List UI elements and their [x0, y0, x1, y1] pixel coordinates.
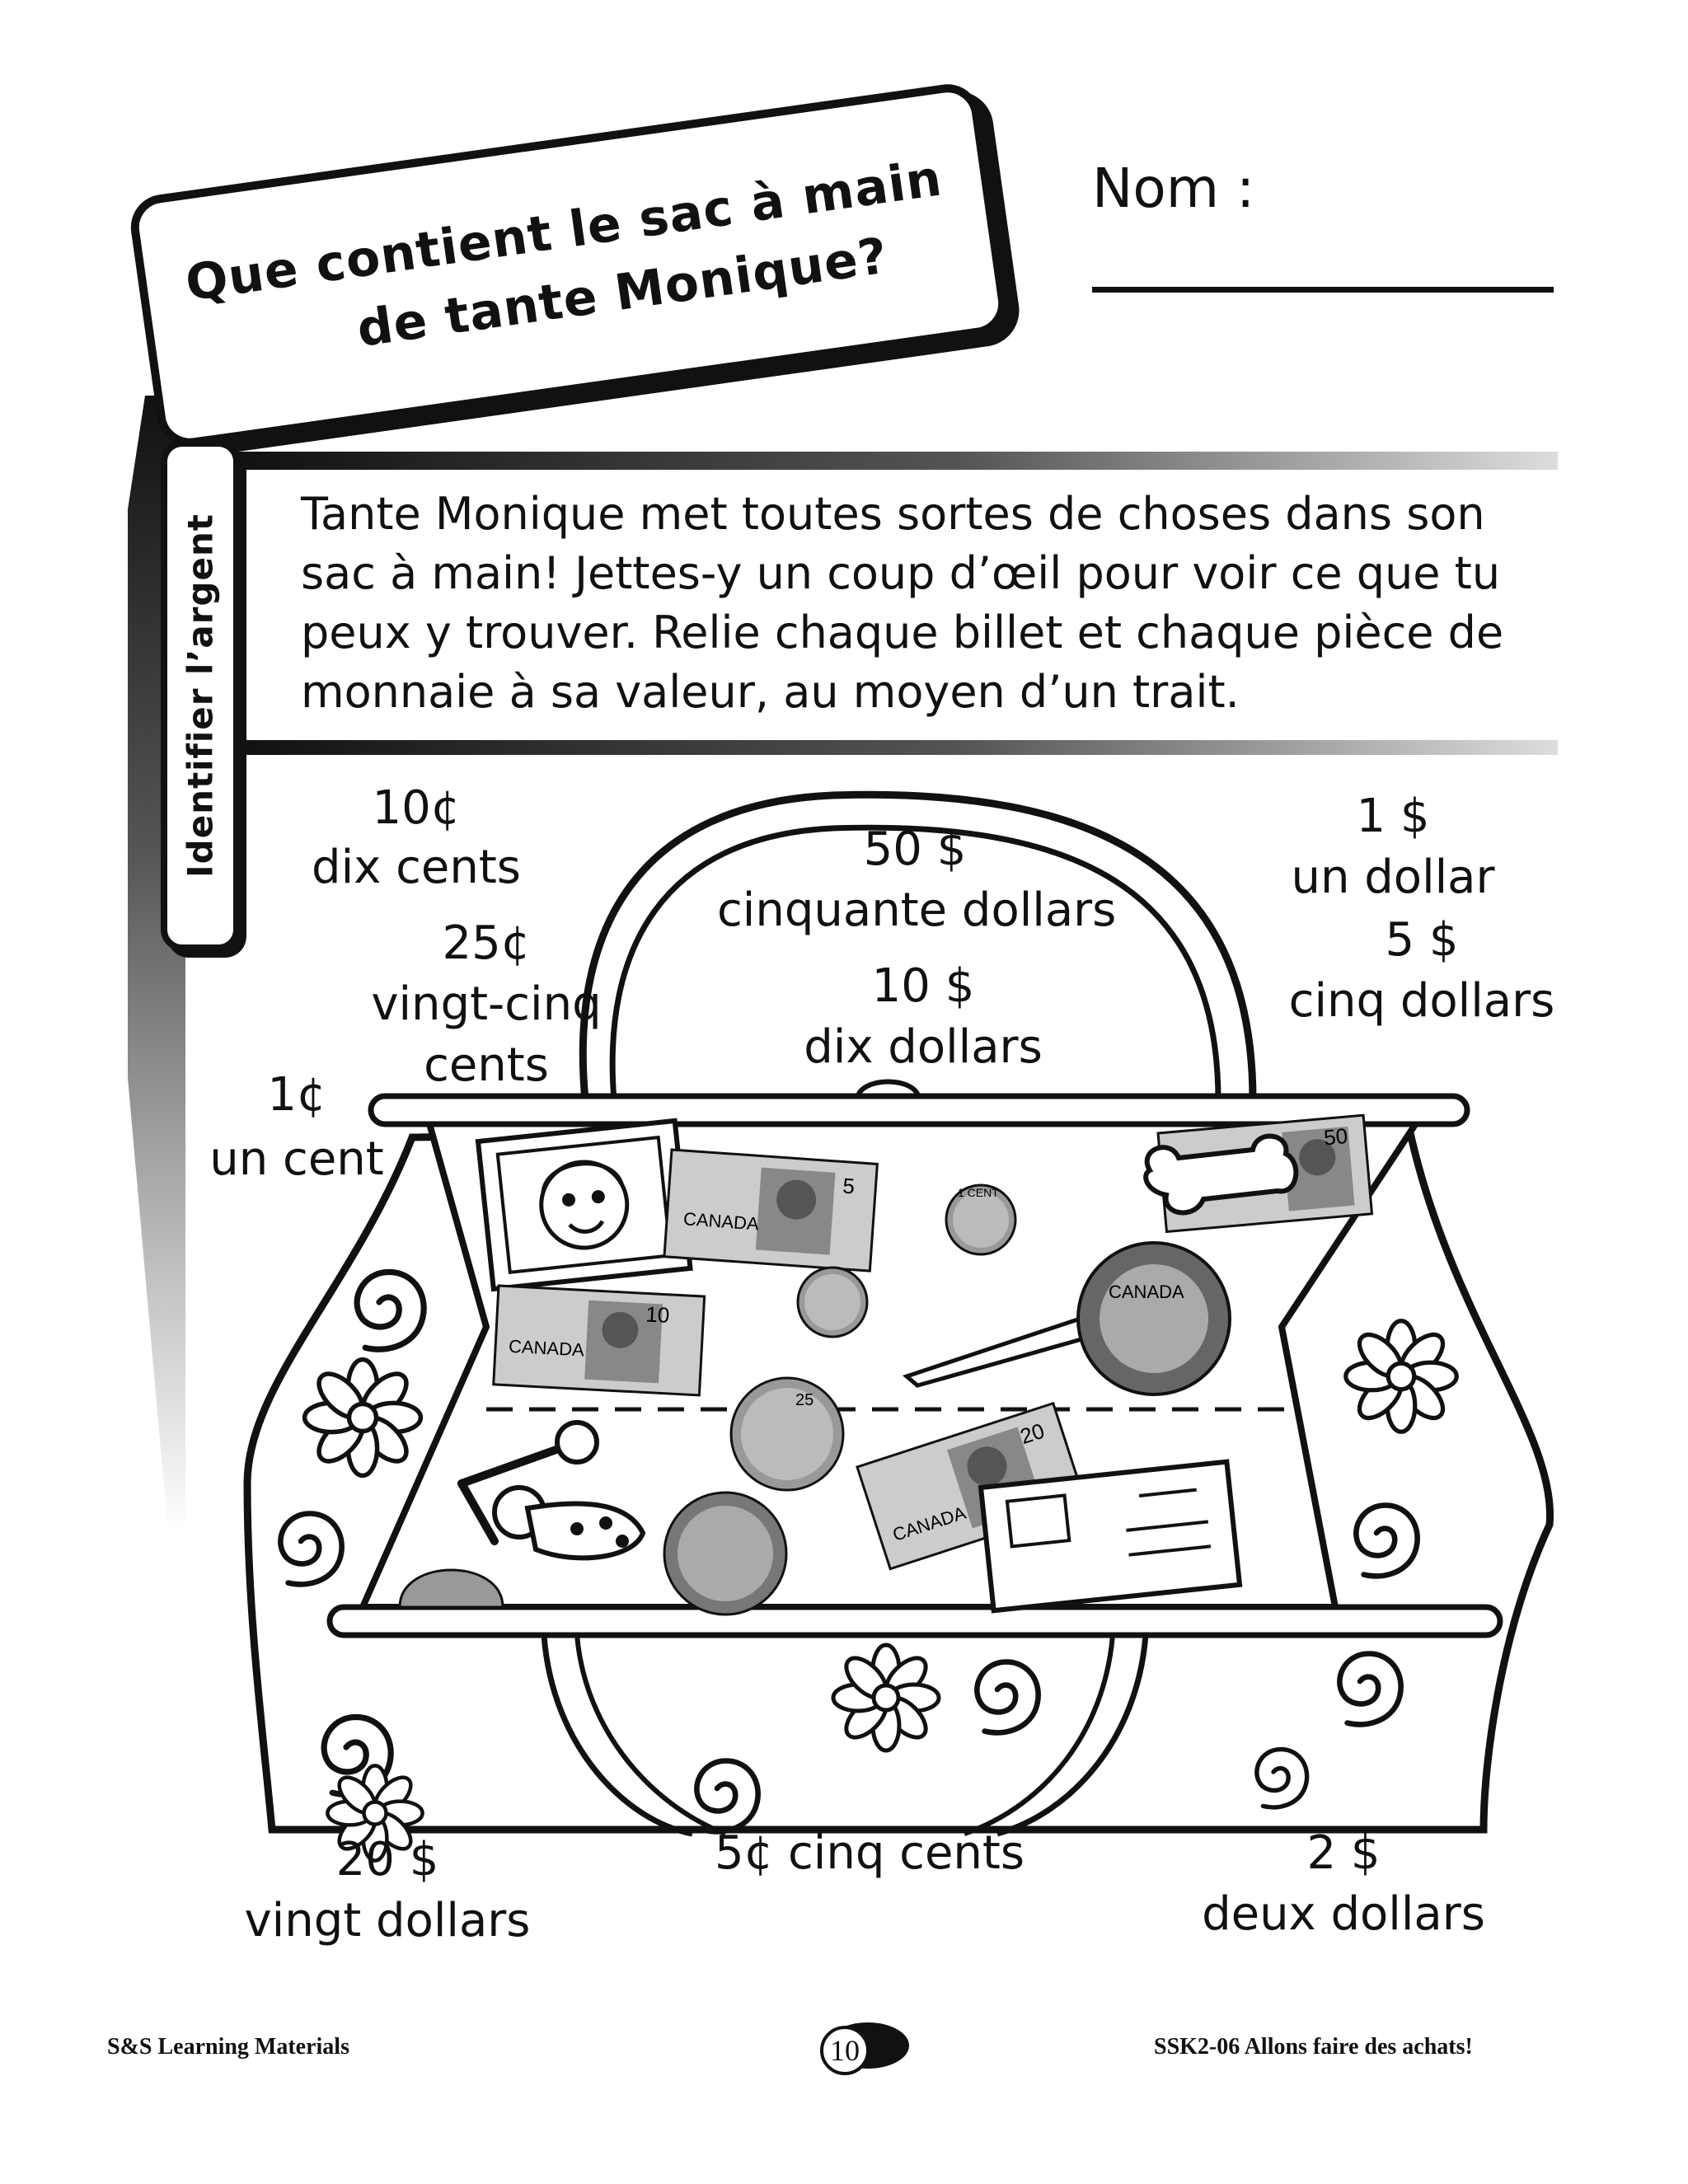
- name-write-line[interactable]: [1092, 287, 1554, 293]
- label-five-dollars-words: cinq dollars: [1288, 974, 1555, 1028]
- purse-bottom-rim: [326, 1604, 1503, 1638]
- purse-handle-outer: [579, 790, 1257, 1101]
- label-ten-dollars-value: 10 $: [871, 959, 975, 1013]
- label-twenty-dollars-words: vingt dollars: [244, 1894, 531, 1947]
- name-label: Nom :: [1092, 157, 1255, 220]
- page-number: 10: [820, 2026, 870, 2075]
- coin-25-cents: 25: [729, 1376, 845, 1492]
- svg-text:25: 25: [795, 1391, 814, 1409]
- label-one-dollar-words: un dollar: [1291, 851, 1495, 904]
- footer-publisher: S&S Learning Materials: [107, 2034, 349, 2060]
- label-ten-dollars-words: dix dollars: [804, 1020, 1043, 1074]
- label-fifty-dollars-value: 50 $: [863, 823, 967, 876]
- label-twenty-five-cents-value: 25¢: [442, 916, 531, 970]
- purse-top-rim: [368, 1093, 1470, 1127]
- coin-2-dollars: CANADA: [1076, 1241, 1231, 1396]
- footer-book-title: SSK2-06 Allons faire des achats!: [1154, 2034, 1473, 2060]
- label-two-dollars-value: 2 $: [1306, 1826, 1381, 1880]
- instructions-text: Tante Monique met toutes sortes de chose…: [301, 488, 1504, 718]
- keys: [457, 1420, 646, 1561]
- bill-5-dollars: 5 CANADA: [663, 1148, 879, 1272]
- svg-text:CANADA: CANADA: [1109, 1282, 1184, 1302]
- header-divider-bottom: [239, 740, 1558, 755]
- photo-frame: [475, 1118, 693, 1292]
- coin-1-dollar: [663, 1491, 788, 1616]
- coin-1-cent: 1 CENT: [945, 1183, 1017, 1256]
- bill-10-dollars: 10 CANADA: [492, 1284, 706, 1397]
- svg-text:10: 10: [645, 1301, 670, 1327]
- label-twenty-five-cents-words-2: cents: [424, 1038, 549, 1092]
- svg-text:50: 50: [1323, 1123, 1348, 1150]
- header-divider-top: [239, 452, 1558, 470]
- postcard: [978, 1459, 1243, 1614]
- label-one-cent-value: 1¢: [267, 1068, 326, 1122]
- svg-text:1 CENT: 1 CENT: [958, 1186, 999, 1199]
- coin-10-cents: [796, 1266, 869, 1338]
- label-one-dollar-value: 1 $: [1356, 790, 1430, 843]
- label-twenty-dollars-value: 20 $: [335, 1833, 439, 1886]
- label-one-cent-words: un cent: [209, 1132, 384, 1186]
- coin-5-cents: [398, 1568, 504, 1609]
- label-five-dollars-value: 5 $: [1385, 913, 1459, 967]
- label-two-dollars-words: deux dollars: [1202, 1887, 1485, 1941]
- label-ten-cents-value: 10¢: [372, 781, 461, 835]
- dog-bone: [1143, 1133, 1299, 1216]
- label-five-cents: 5¢ cinq cents: [714, 1826, 1025, 1880]
- label-fifty-dollars-words: cinquante dollars: [717, 883, 1117, 937]
- purse-handle-inner: [609, 824, 1221, 1101]
- label-ten-cents-words: dix cents: [312, 841, 521, 894]
- label-twenty-five-cents-words-1: vingt-cinq: [371, 977, 602, 1031]
- side-tab: [161, 440, 240, 951]
- svg-text:CANADA: CANADA: [509, 1336, 585, 1361]
- svg-text:5: 5: [842, 1174, 856, 1199]
